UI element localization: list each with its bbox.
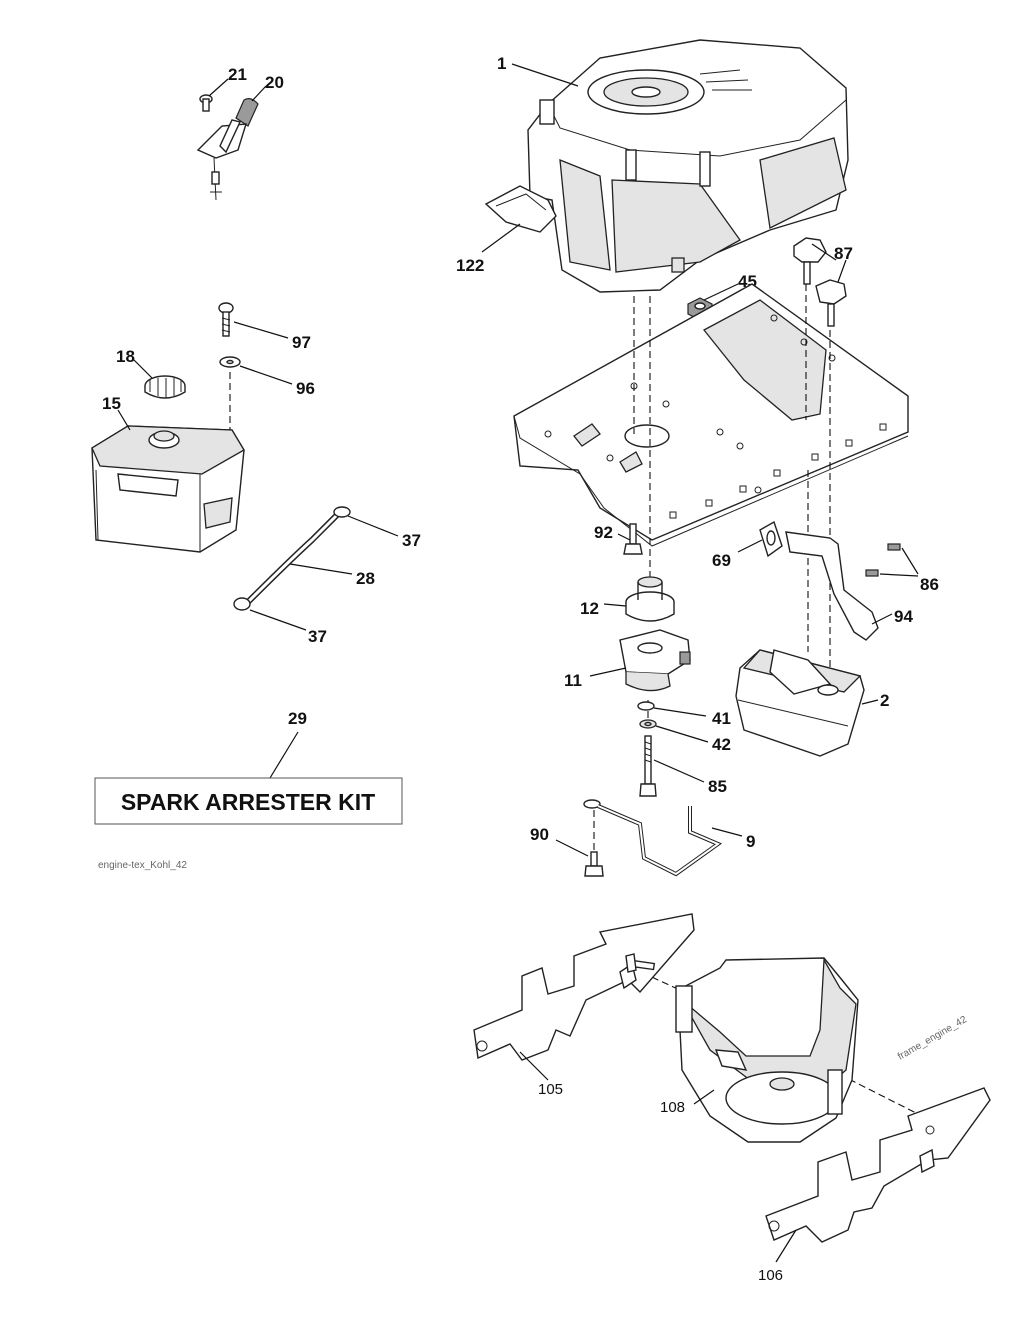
- callout-28: 28: [289, 563, 375, 588]
- svg-text:21: 21: [228, 65, 247, 84]
- callout-18: 18: [116, 347, 153, 379]
- callout-105: 105: [519, 1051, 563, 1098]
- svg-text:28: 28: [356, 569, 375, 588]
- bracket-bolt-part: [625, 953, 656, 973]
- svg-text:12: 12: [580, 599, 599, 618]
- callout-87: 87: [811, 243, 853, 283]
- washer-42-part: [639, 719, 657, 729]
- callout-85: 85: [653, 759, 727, 796]
- svg-text:92: 92: [594, 523, 613, 542]
- deck-cover-part: frame_engine_42: [675, 957, 969, 1143]
- spark-arrester-kit-label: SPARK ARRESTER KIT: [121, 789, 375, 815]
- svg-text:85: 85: [708, 777, 727, 796]
- svg-text:11: 11: [564, 671, 582, 690]
- fuel-line-part: [241, 511, 341, 609]
- callout-20: 20: [251, 73, 284, 102]
- bolt-85-part: [639, 735, 657, 797]
- callout-37-upper: 37: [347, 515, 421, 550]
- callout-21: 21: [208, 65, 247, 97]
- svg-text:105: 105: [538, 1081, 563, 1098]
- svg-text:106: 106: [758, 1267, 783, 1284]
- washer-part: [219, 356, 241, 368]
- callout-106: 106: [758, 1229, 797, 1284]
- callout-9: 9: [711, 827, 755, 851]
- fuel-cap-part: [144, 375, 186, 399]
- hose-clamp-lower-part: [233, 597, 251, 611]
- exhaust-pipe-part: [785, 531, 879, 641]
- svg-text:87: 87: [834, 244, 853, 263]
- engine-part: [527, 39, 849, 293]
- callout-29: 29: [269, 709, 307, 779]
- callout-96: 96: [239, 365, 315, 398]
- gasket-part: [759, 520, 783, 558]
- pulley-part: [625, 576, 675, 622]
- svg-text:69: 69: [712, 551, 731, 570]
- callout-69: 69: [712, 539, 763, 570]
- callout-108: 108: [660, 1089, 715, 1116]
- callout-1: 1: [497, 54, 579, 87]
- control-rod-part: [583, 799, 723, 877]
- bolt-90-part: [584, 851, 604, 877]
- mounting-plate-part: [513, 283, 909, 547]
- svg-text:42: 42: [712, 735, 731, 754]
- hose-clamp-upper-part: [333, 506, 351, 518]
- svg-text:29: 29: [288, 709, 307, 728]
- callout-37-lower: 37: [249, 609, 327, 646]
- screw-part: [218, 302, 234, 337]
- callout-11: 11: [564, 667, 627, 690]
- washer-41-part: [637, 701, 655, 711]
- electric-clutch-part: [619, 629, 691, 692]
- callout-122: 122: [456, 223, 521, 275]
- callout-42: 42: [655, 725, 731, 754]
- exhaust-screw-part: [865, 543, 901, 577]
- throttle-control-part: [196, 94, 259, 201]
- callout-2: 2: [861, 691, 889, 710]
- callout-12: 12: [580, 599, 627, 618]
- svg-text:96: 96: [296, 379, 315, 398]
- svg-text:108: 108: [660, 1099, 685, 1116]
- svg-text:37: 37: [402, 531, 421, 550]
- callout-86: 86: [879, 547, 939, 594]
- svg-text:41: 41: [712, 709, 731, 728]
- svg-text:94: 94: [894, 607, 913, 626]
- left-bracket-part: [473, 913, 695, 1061]
- svg-text:18: 18: [116, 347, 135, 366]
- svg-text:20: 20: [265, 73, 284, 92]
- svg-text:86: 86: [920, 575, 939, 594]
- svg-text:122: 122: [456, 256, 484, 275]
- svg-text:90: 90: [530, 825, 549, 844]
- right-bracket-part: [765, 1087, 991, 1243]
- svg-text:97: 97: [292, 333, 311, 352]
- spark-arrester-kit-box: SPARK ARRESTER KIT: [94, 777, 403, 825]
- callout-97: 97: [233, 321, 311, 352]
- fuel-tank-part: [91, 425, 245, 553]
- mounting-knob-part: [793, 237, 847, 327]
- svg-text:37: 37: [308, 627, 327, 646]
- muffler-part: [735, 649, 865, 757]
- callout-90: 90: [530, 825, 589, 857]
- bolt-92-part: [623, 523, 643, 555]
- svg-text:2: 2: [880, 691, 889, 710]
- callout-41: 41: [653, 707, 731, 728]
- svg-text:9: 9: [746, 832, 755, 851]
- callout-92: 92: [594, 523, 631, 542]
- svg-text:15: 15: [102, 394, 121, 413]
- svg-text:1: 1: [497, 54, 506, 73]
- source-caption: engine-tex_Kohl_42: [98, 860, 187, 871]
- callout-15: 15: [102, 394, 131, 431]
- callout-94: 94: [871, 607, 913, 626]
- frame-stamp: frame_engine_42: [896, 1014, 969, 1063]
- heat-shield-part: [484, 185, 557, 233]
